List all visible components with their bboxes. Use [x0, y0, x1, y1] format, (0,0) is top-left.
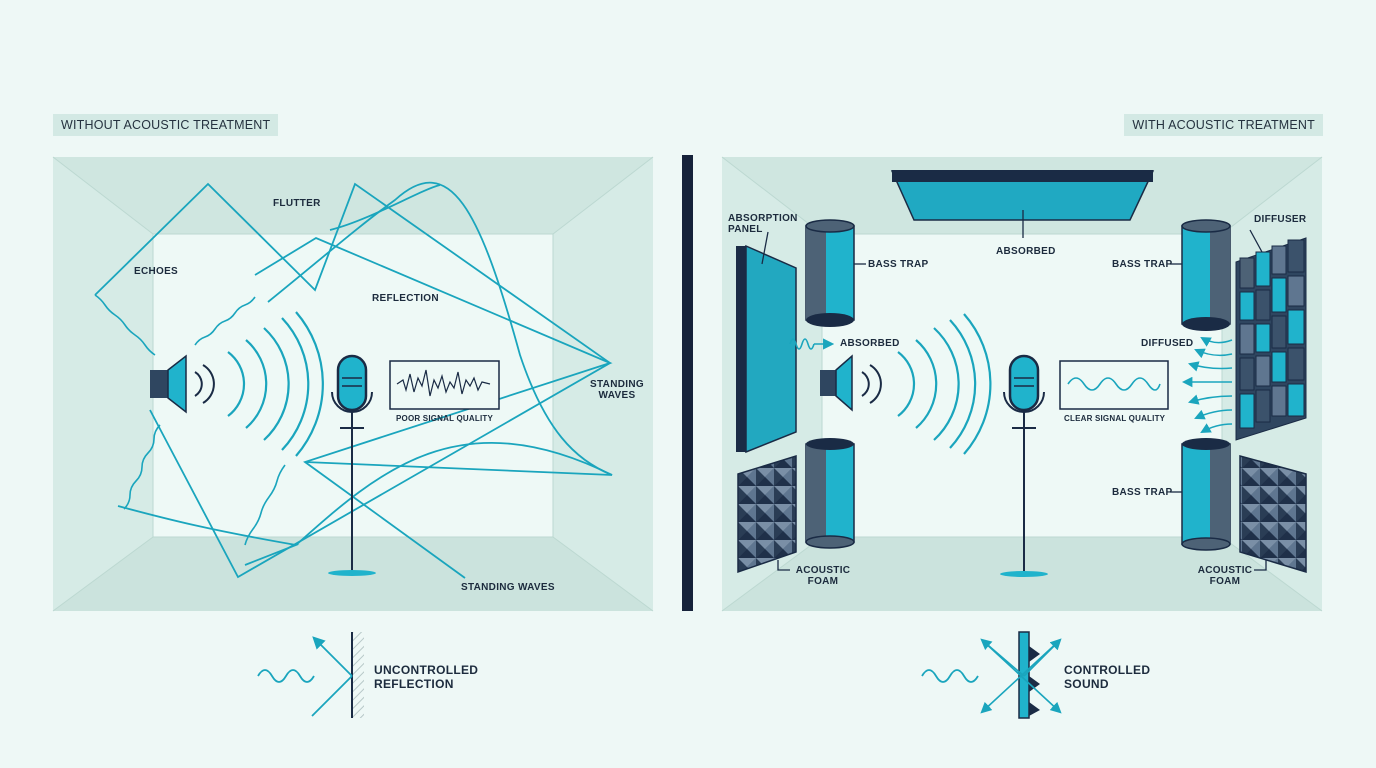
reflection-path-b: [254, 236, 613, 579]
echo-squiggle: [94, 294, 156, 356]
absorbed-wave: [789, 338, 835, 350]
flutter-label: FLUTTER: [273, 198, 321, 209]
diffuser-label: DIFFUSER: [1254, 214, 1307, 225]
right-speaker: [820, 354, 853, 412]
diffuser-panel: [1235, 229, 1307, 441]
poor-signal-monitor: [389, 360, 500, 410]
left-squiggles: [94, 294, 286, 546]
uncontrolled-reflection-legend-icon: [257, 632, 364, 718]
reflection-path-c: [267, 181, 613, 476]
bass-trap-bottom-left: [805, 438, 855, 549]
bass-trap-top-left: [805, 219, 866, 327]
bass-trap-top-left-label: BASS TRAP: [868, 259, 929, 270]
poor-signal-label: POOR SIGNAL QUALITY: [396, 414, 493, 423]
absorption-panel: [736, 231, 797, 454]
clear-signal-monitor: [1059, 360, 1169, 410]
reflection-label: REFLECTION: [372, 293, 439, 304]
controlled-sound-legend-icon: [921, 631, 1062, 719]
uncontrolled-reflection-label: UNCONTROLLED REFLECTION: [374, 663, 479, 691]
left-speaker: [150, 354, 187, 414]
left-wall-right: [553, 157, 653, 611]
absorbed-wall-label: ABSORBED: [840, 338, 900, 349]
bass-trap-bottom-right-label: BASS TRAP: [1112, 487, 1173, 498]
absorbed-ceiling-label: ABSORBED: [996, 246, 1056, 257]
bass-trap-top-right-label: BASS TRAP: [1112, 259, 1173, 270]
ceiling-absorber: [890, 170, 1155, 238]
left-ceiling: [53, 157, 653, 234]
left-sound-waves-far: [227, 311, 324, 457]
echoes-label: ECHOES: [134, 266, 179, 277]
diffused-arrows: [1181, 336, 1233, 434]
standing-waves-side-label: STANDING WAVES: [590, 379, 644, 401]
reflection-path-a: [94, 182, 612, 579]
reflection-path-d: [295, 441, 613, 546]
acoustic-foam-right-label: ACOUSTIC FOAM: [1197, 565, 1253, 587]
controlled-sound-label: CONTROLLED SOUND: [1064, 663, 1151, 691]
acoustic-foam-left: [737, 454, 797, 574]
reflection-path-e: [329, 184, 441, 231]
bass-trap-bottom-right: [1170, 438, 1231, 551]
clear-signal-label: CLEAR SIGNAL QUALITY: [1064, 414, 1166, 423]
right-microphone: [1000, 354, 1048, 577]
corner-squiggle-2: [244, 464, 286, 546]
absorption-panel-label: ABSORPTION PANEL: [728, 213, 798, 235]
acoustic-foam-left-label: ACOUSTIC FOAM: [795, 565, 851, 587]
standing-waves-floor-label: STANDING WAVES: [461, 582, 555, 593]
left-sound-waves-near: [194, 364, 215, 404]
left-reflection-paths: [94, 181, 613, 579]
diffused-label: DIFFUSED: [1141, 338, 1194, 349]
right-panel-tag: WITH ACOUSTIC TREATMENT: [1124, 114, 1323, 136]
corner-squiggle-1: [123, 424, 161, 510]
left-wall-left: [53, 157, 153, 611]
acoustic-foam-right: [1239, 455, 1307, 574]
left-panel-tag: WITHOUT ACOUSTIC TREATMENT: [53, 114, 279, 136]
panel-divider: [682, 155, 693, 611]
right-sound-waves-near: [861, 364, 882, 404]
right-sound-waves-far: [897, 313, 992, 455]
reflection-path-f: [117, 505, 300, 566]
flutter-squiggle: [194, 296, 256, 346]
bass-trap-top-right: [1170, 219, 1231, 331]
left-microphone: [328, 354, 376, 576]
